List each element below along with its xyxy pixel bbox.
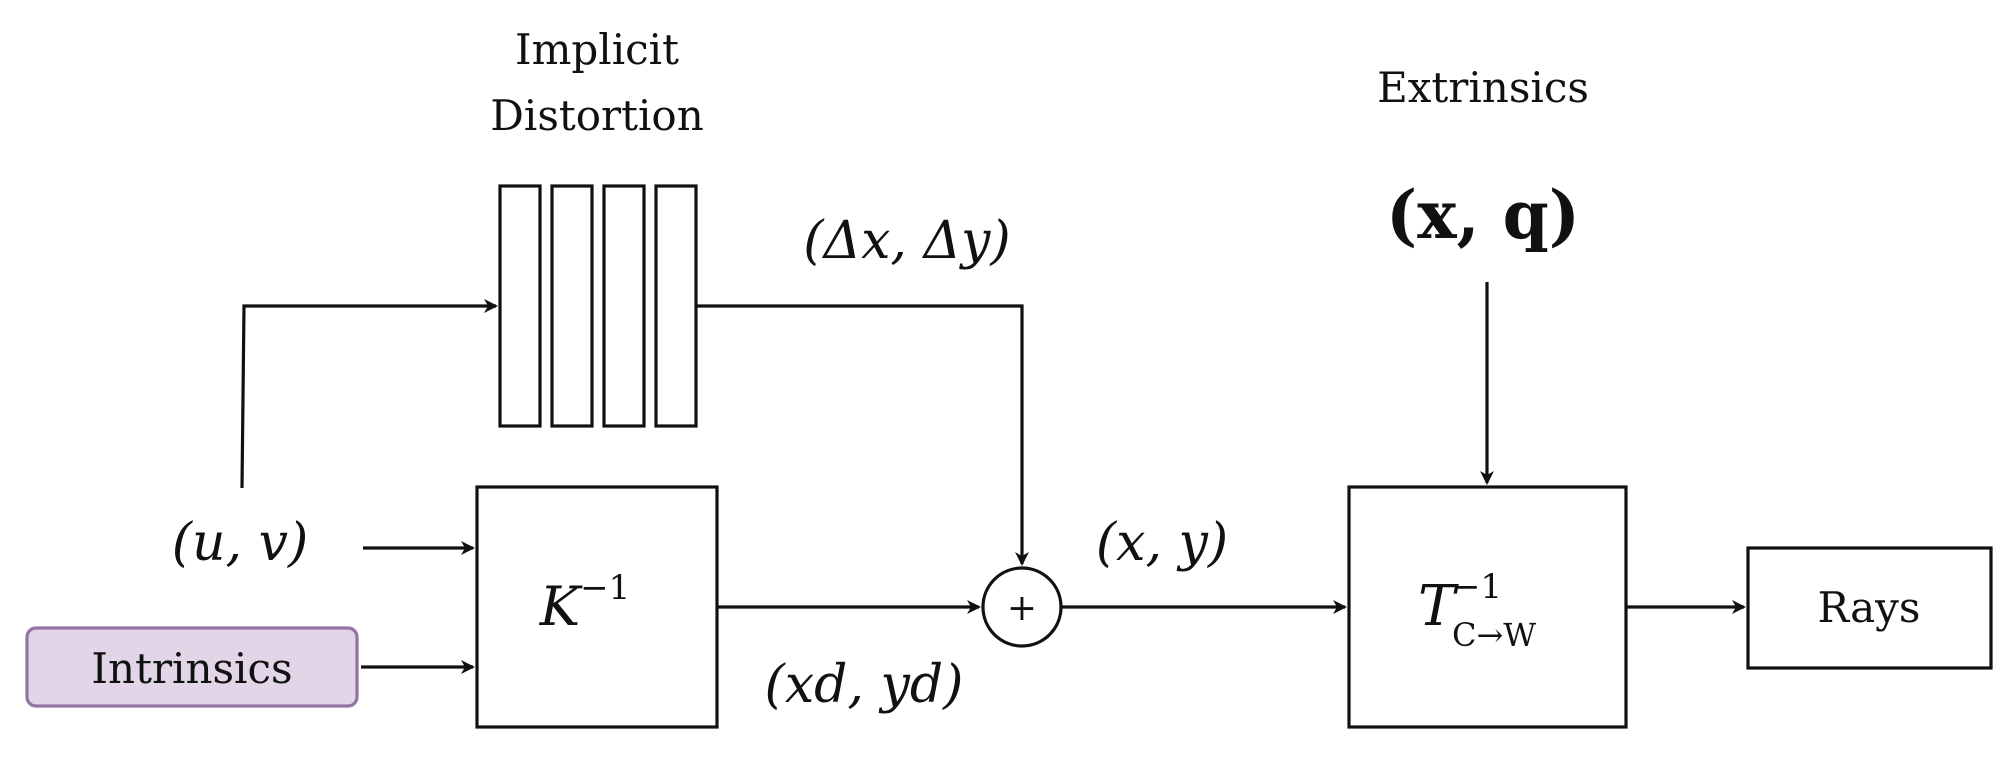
distorted-coords-label: (xd, yd) — [765, 655, 964, 715]
pixel-coords-label: (u, v) — [172, 513, 309, 573]
rays-box — [1746, 546, 1993, 670]
rays-label: Rays — [1818, 583, 1921, 632]
intrinsics-box — [25, 626, 359, 708]
xy-label: (x, y) — [1096, 513, 1228, 573]
sum-symbol: + — [1007, 588, 1037, 629]
extrinsics-title: Extrinsics — [1377, 63, 1589, 112]
implicit-distortion-title-line1: Implicit — [515, 25, 679, 74]
mlp-layer-1 — [498, 184, 542, 428]
intrinsics-label: Intrinsics — [91, 644, 292, 693]
edge-distortion-to-sum — [696, 304, 1029, 566]
delta-label: (Δx, Δy) — [803, 211, 1010, 271]
mlp-layer-2 — [550, 184, 594, 428]
k-inverse-box — [475, 485, 719, 729]
transform-box — [1347, 485, 1628, 729]
k-inverse-label: K−1 — [539, 568, 630, 638]
mlp-layer-3 — [602, 184, 646, 428]
extrinsics-params: (x, q) — [1386, 176, 1580, 254]
edge-uv-to-distortion — [240, 299, 498, 489]
mlp-layer-4 — [654, 184, 698, 428]
implicit-distortion-title-line2: Distortion — [490, 91, 704, 140]
implicit-distortion-network — [498, 184, 698, 428]
